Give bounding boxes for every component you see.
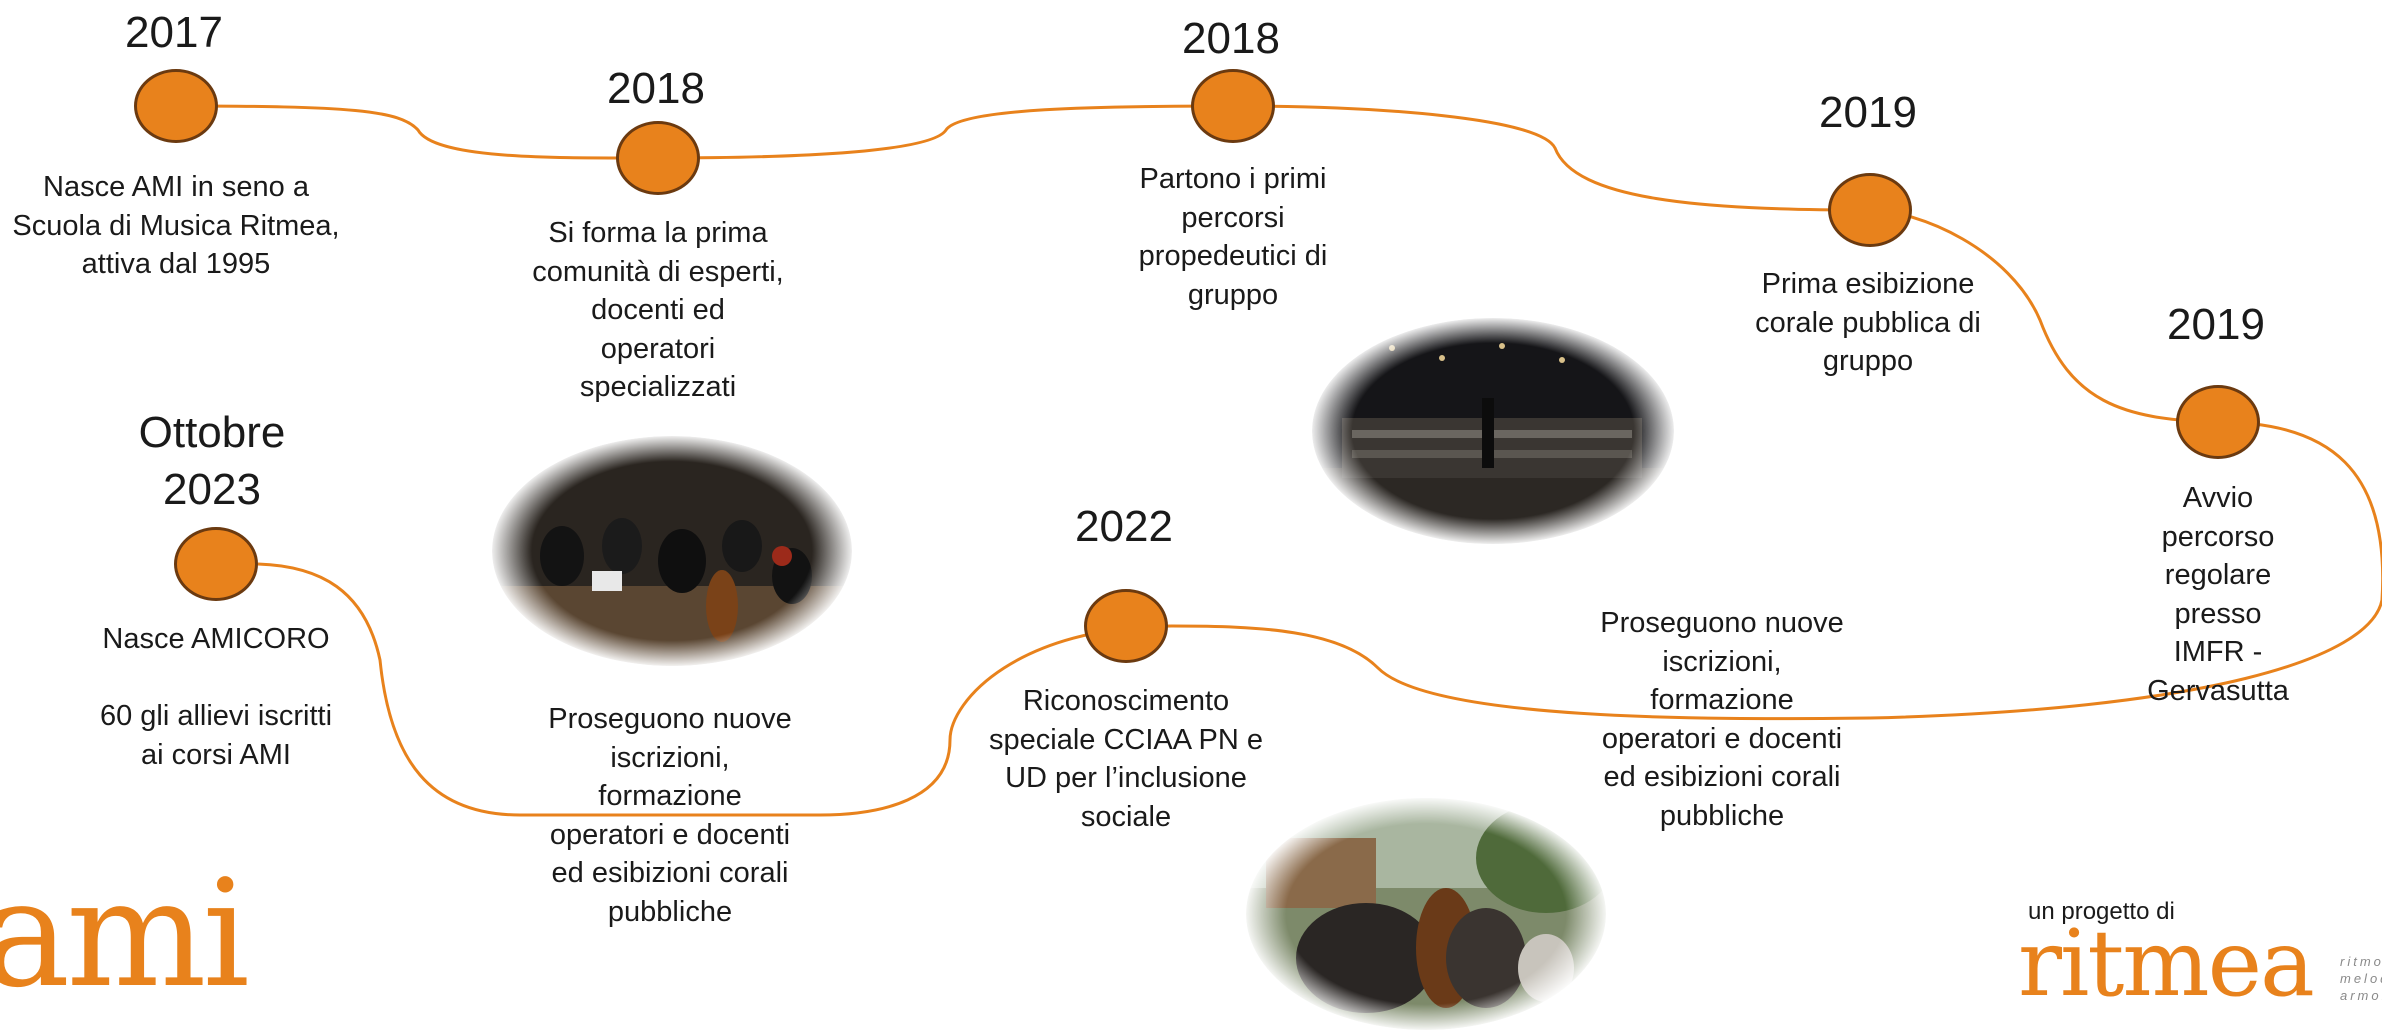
milestone-marker [1191, 69, 1275, 143]
outdoor-orchestra-photo [1246, 798, 1606, 1030]
milestone-year-2017: 2017 [125, 8, 223, 57]
milestone-year-2018: 2018 [1182, 14, 1280, 63]
ami-logo: ami [0, 848, 250, 1020]
milestone-description: Proseguono nuove iscrizioni, formazione … [548, 703, 792, 928]
milestone-marker [134, 69, 218, 143]
ritmea-tagline: ritmo melodia armonia [2340, 954, 2382, 1003]
milestone-year-2022: 2022 [1075, 502, 1173, 551]
orchestra-photo [492, 436, 852, 666]
milestone-year-2018: 2018 [607, 64, 705, 113]
milestone-year-2019: 2019 [1819, 88, 1917, 137]
milestone-description: Avvio percorso regolare presso IMFR - Ge… [2147, 482, 2289, 707]
milestone-description: Prima esibizione corale pubblica di grup… [1755, 268, 1981, 377]
milestone-description: Nasce AMI in seno a Scuola di Musica Rit… [12, 171, 340, 280]
milestone-description: Partono i primi percorsi propedeutici di… [1138, 163, 1328, 311]
milestone-marker [1828, 173, 1912, 247]
milestone-description: Proseguono nuove iscrizioni, formazione … [1600, 607, 1844, 832]
project-credit: un progetto di [2028, 898, 2175, 925]
milestone-year-ottobre-2023: Ottobre 2023 [138, 408, 286, 514]
milestone-marker [1084, 589, 1168, 663]
milestone-marker [616, 121, 700, 195]
ritmea-logo: ritmea [2018, 910, 2315, 1017]
milestone-description: Nasce AMICORO 60 gli allievi iscritti ai… [99, 623, 333, 771]
milestone-marker [2176, 385, 2260, 459]
milestone-description: Riconoscimento speciale CCIAA PN e UD pe… [988, 685, 1264, 833]
milestone-marker [174, 527, 258, 601]
concert-stage-photo [1312, 318, 1674, 544]
milestone-year-2019: 2019 [2167, 300, 2265, 349]
milestone-description: Si forma la prima comunità di esperti, d… [532, 217, 784, 403]
